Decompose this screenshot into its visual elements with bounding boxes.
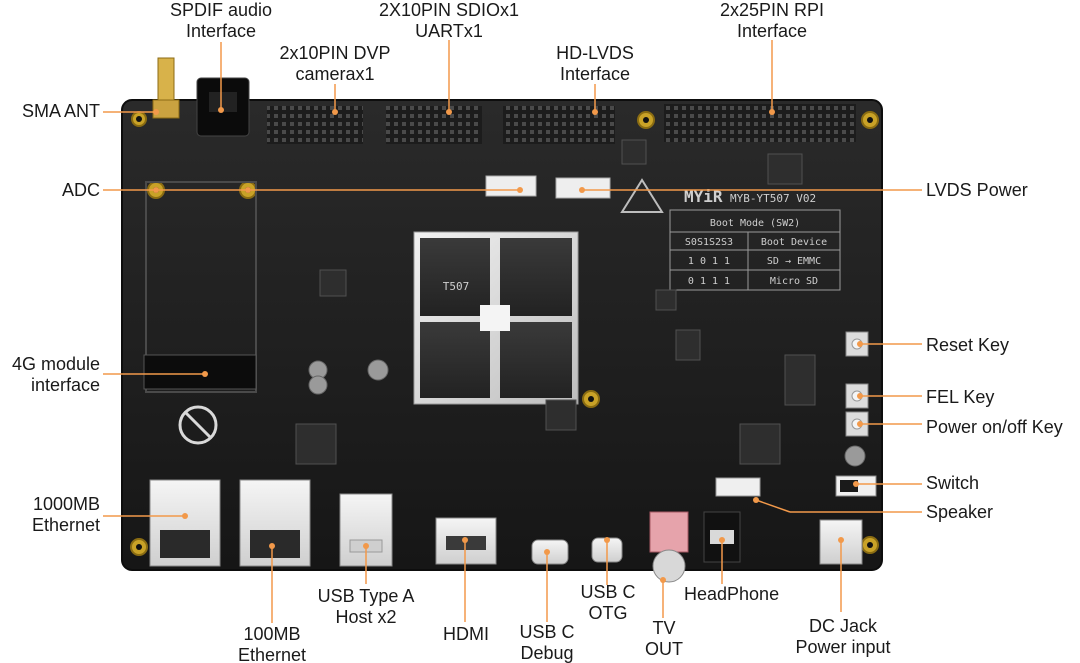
label-hdmi: HDMI (443, 624, 489, 644)
sdio-header (386, 106, 482, 144)
svg-text:S0S1S2S3: S0S1S2S3 (685, 237, 733, 248)
svg-text:1 0 1 1: 1 0 1 1 (688, 256, 730, 267)
tv-out-rca (649, 511, 689, 583)
svg-text:Micro SD: Micro SD (770, 276, 818, 287)
label-lvds-power: LVDS Power (926, 180, 1028, 200)
lvds-header (503, 106, 615, 144)
label-switch: Switch (926, 473, 980, 493)
dvp-header (267, 106, 363, 144)
leader-dots (153, 107, 863, 583)
label-fel-key: FEL Key (926, 387, 995, 407)
label-reset-key: Reset Key (926, 335, 1010, 355)
svg-text:SD → EMMC: SD → EMMC (767, 256, 821, 267)
label-headphone: HeadPhone (684, 584, 780, 604)
label-speaker: Speaker (926, 502, 994, 522)
label-adc: ADC (61, 180, 100, 200)
rpi-header (664, 104, 856, 142)
svg-text:Boot Device: Boot Device (761, 237, 827, 248)
myir-logo: MYiR (684, 187, 723, 206)
m2-slot (143, 354, 257, 390)
4g-slot-outline (145, 181, 257, 393)
label-sma-ant: SMA ANT (21, 101, 100, 121)
boot-mode-table: Boot Mode (SW2) S0S1S2S3 Boot Device 1 0… (669, 209, 841, 291)
speaker-connector (715, 477, 761, 497)
label-power-key: Power on/off Key (926, 417, 1063, 437)
tactile-keys (845, 331, 869, 437)
ethernet-1000 (149, 479, 221, 567)
svg-text:Boot Mode (SW2): Boot Mode (SW2) (710, 218, 800, 229)
leader-lines (103, 40, 922, 623)
adc-connector (485, 175, 537, 197)
svg-text:0 1 1 1: 0 1 1 1 (688, 276, 730, 287)
ethernet-100 (239, 479, 311, 567)
board-model: MYB-YT507 V02 (730, 192, 816, 205)
pb-free-symbol (178, 405, 218, 445)
soc-label: T507 (443, 280, 470, 293)
sma-antenna (152, 57, 180, 119)
